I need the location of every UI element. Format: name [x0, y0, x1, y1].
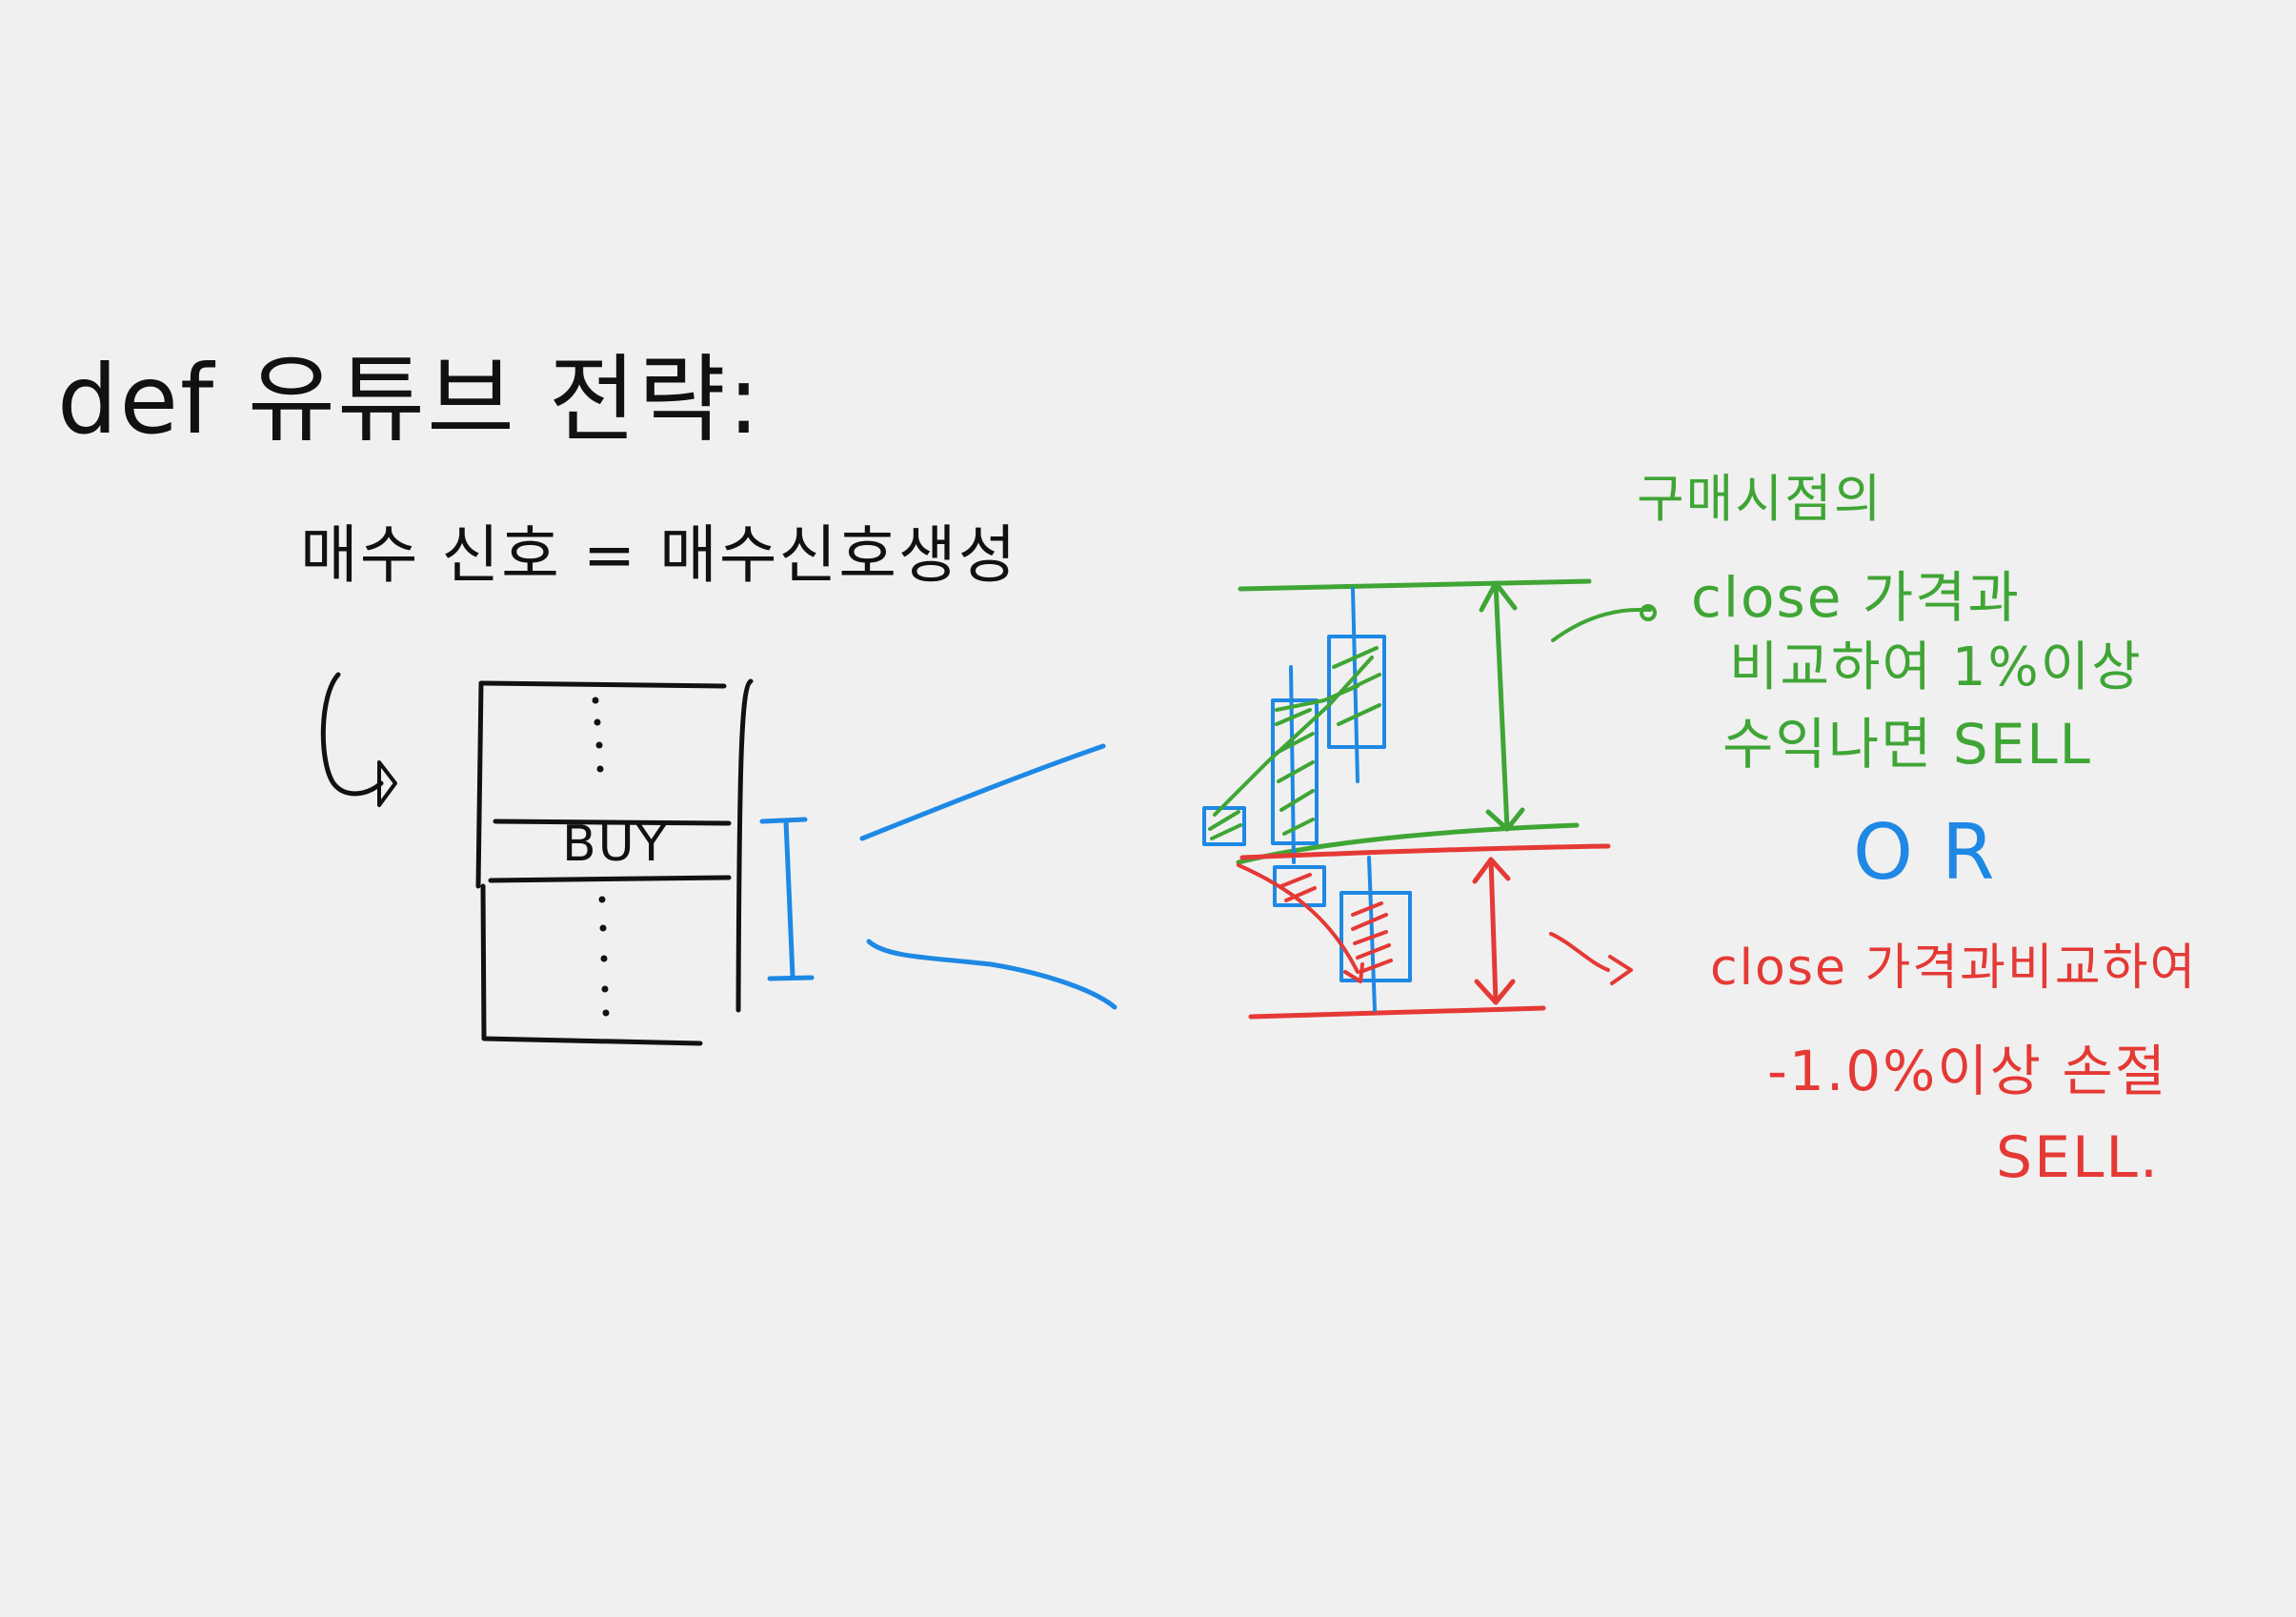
hook-arrow-head [377, 760, 397, 807]
def-line-text: def 유튜브 전략: [57, 344, 762, 455]
green-note-line3: 비교하여 1%이상 [1729, 637, 2143, 698]
lower-band [1239, 843, 1611, 1020]
green-hatching [1208, 646, 1381, 840]
green-note-line4: 수익나면 SELL [1722, 712, 2092, 777]
red-note-line3: SELL. [1996, 1124, 2160, 1191]
red-pointer-arrow [1549, 932, 1610, 972]
red-candles [1273, 856, 1412, 1012]
zoom-line-bottom [866, 939, 1118, 1010]
hook-arrow [320, 672, 384, 797]
green-note-line2: close 가격과 [1691, 565, 2021, 630]
or-text: OR [1853, 808, 2024, 897]
signal-line-text: 매수 신호 = 매수신호생성 [300, 518, 1018, 592]
red-hatching [1237, 863, 1393, 983]
red-note-line2: -1.0%이상 손절 [1767, 1039, 2168, 1103]
green-pointer-arrow [1551, 608, 1652, 642]
green-note-line1: 구매시점의 [1637, 469, 1883, 529]
green-candles [1202, 587, 1386, 864]
zoom-bracket [759, 817, 815, 981]
signal-table [475, 678, 754, 1046]
red-note-line1: close 가격과비교하여 [1710, 940, 2198, 997]
green-pointer-dot [1640, 604, 1657, 621]
zoom-line-top [859, 743, 1106, 841]
table-dots [592, 697, 610, 1017]
buy-label: BUY [562, 816, 669, 873]
red-pointer-head [1608, 955, 1633, 985]
